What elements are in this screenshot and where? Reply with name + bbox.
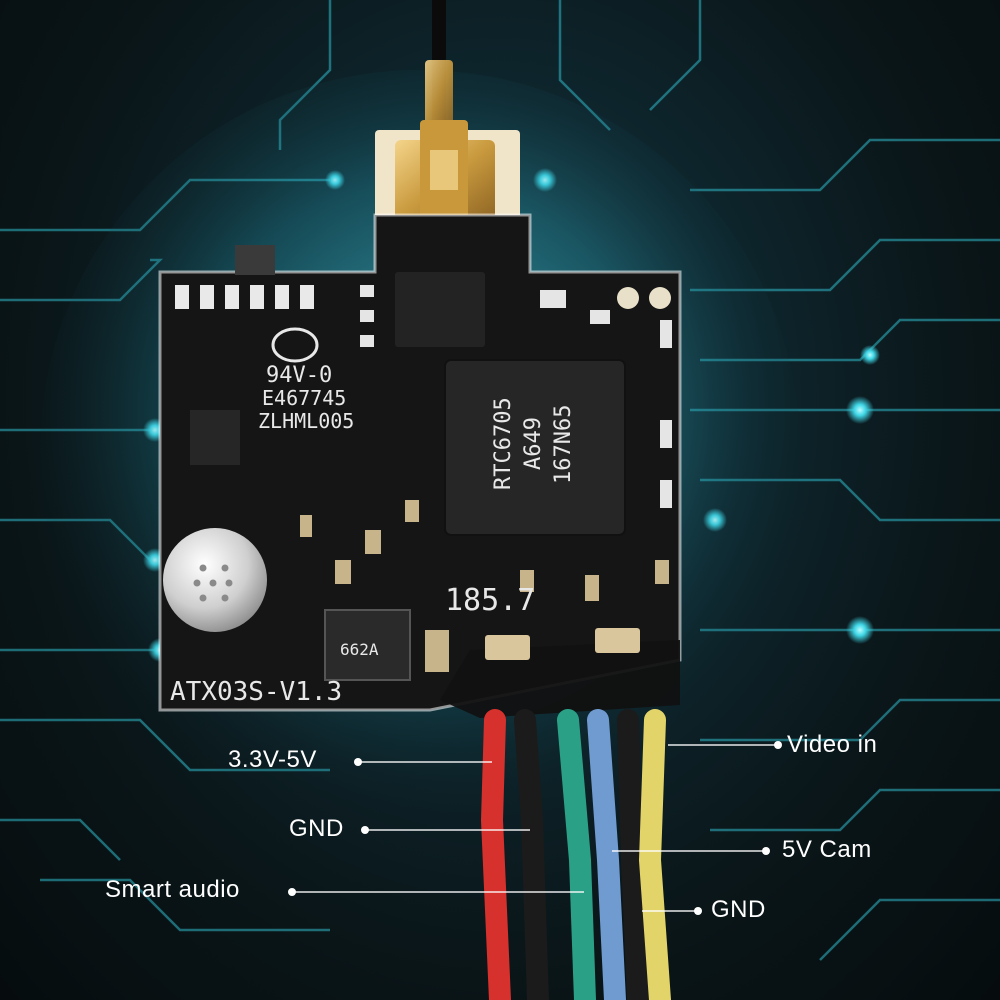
wires (480, 709, 671, 1000)
svg-text:E467745: E467745 (262, 386, 346, 410)
wire-blue (587, 709, 626, 1000)
ipex-connector (375, 120, 520, 225)
label-power: 3.3V-5V (228, 746, 317, 773)
label-video-in: Video in (787, 731, 878, 758)
label-smart-audio: Smart audio (105, 876, 240, 903)
svg-text:167N65: 167N65 (551, 405, 576, 484)
svg-text:94V-0: 94V-0 (266, 363, 332, 388)
label-gnd-left: GND (289, 815, 344, 842)
wire-yellow (638, 709, 671, 1000)
svg-text:185.7: 185.7 (445, 583, 535, 618)
wire-black-1 (514, 709, 549, 1000)
label-gnd-right: GND (711, 896, 766, 923)
wire-green (557, 709, 596, 1000)
svg-text:662A: 662A (340, 640, 379, 659)
label-5v-cam: 5V Cam (782, 836, 872, 863)
svg-text:ATX03S-V1.3: ATX03S-V1.3 (170, 677, 342, 707)
wire-black-2 (617, 709, 649, 1000)
pcb-board: 94V-0 E467745 ZLHML005 RTC6705 A649 167N… (158, 213, 682, 718)
svg-text:RTC6705: RTC6705 (491, 397, 516, 490)
leader-dots (288, 741, 782, 915)
wire-red (480, 709, 511, 1000)
svg-text:ZLHML005: ZLHML005 (258, 409, 354, 433)
svg-text:A649: A649 (521, 417, 546, 470)
microphone (163, 528, 267, 632)
leader-lines (292, 744, 778, 912)
